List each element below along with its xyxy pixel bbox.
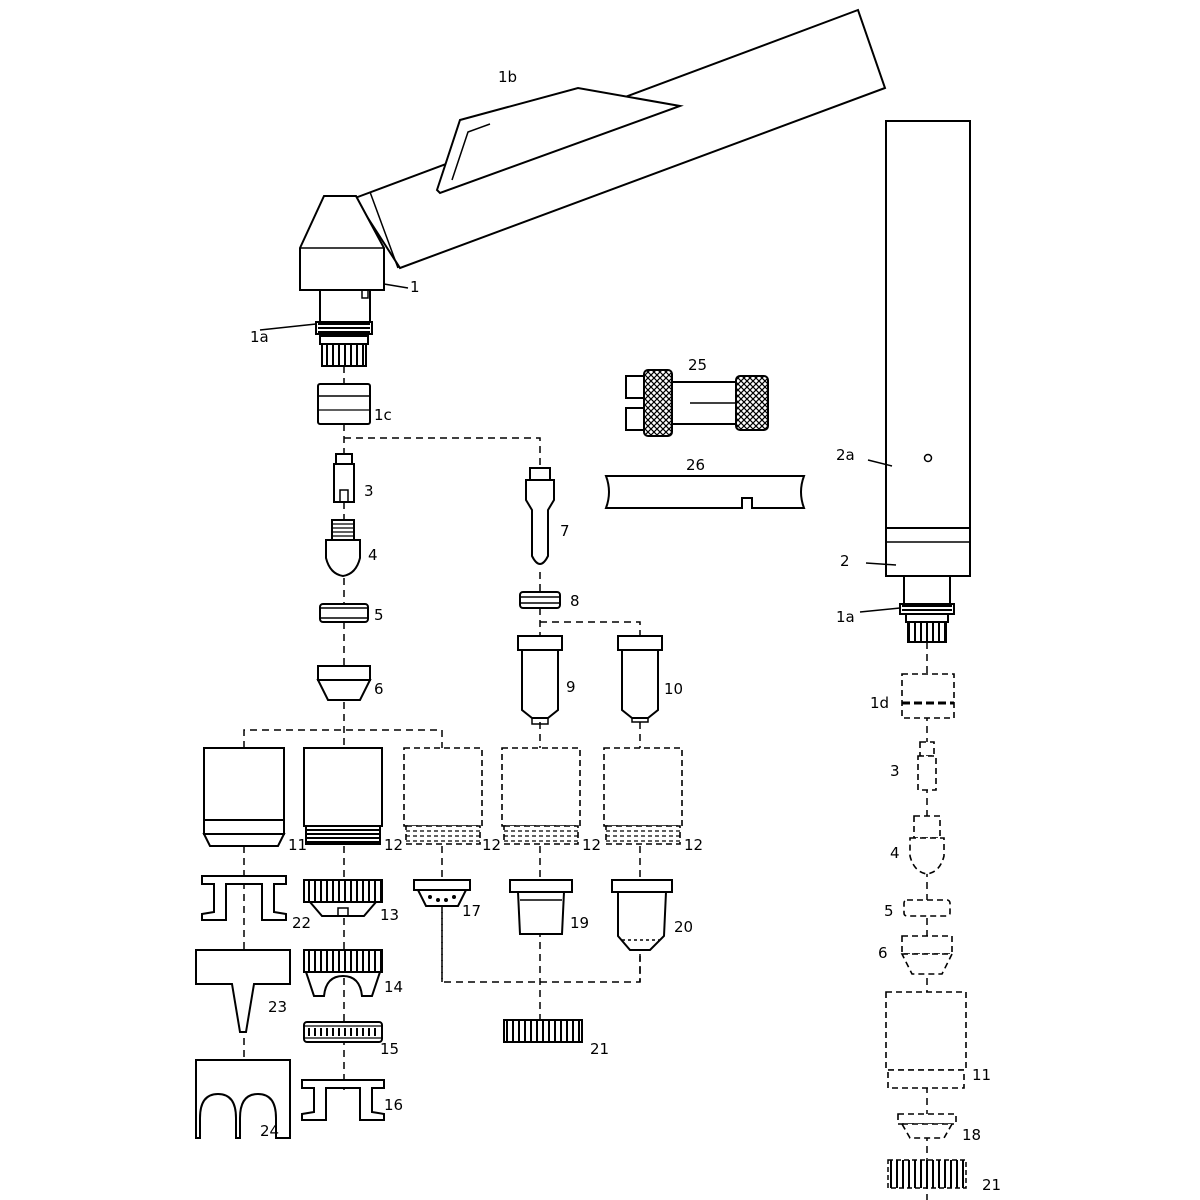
machine-torch-body-2a [885, 120, 971, 529]
torch-handle-1b [353, 8, 887, 270]
label-15: 15 [380, 1040, 399, 1058]
part-18-deflector [897, 1113, 957, 1139]
label-18: 18 [962, 1126, 981, 1144]
part-5-right [903, 899, 951, 917]
part-3-electrode [333, 453, 355, 503]
label-26: 26 [686, 456, 705, 474]
part-1c [317, 383, 371, 425]
label-12-c: 12 [582, 836, 601, 854]
part-26-tool [604, 475, 806, 509]
part-12-b [403, 747, 483, 845]
part-12-c [501, 747, 581, 845]
part-21-right-knurl [887, 1159, 967, 1189]
machine-torch-sleeve-2 [885, 527, 971, 577]
machine-torch-2 [885, 120, 971, 643]
part-6-right [900, 935, 954, 975]
part-4-swirl [325, 519, 361, 578]
label-5-right: 5 [884, 902, 894, 920]
part-9-nozzle [517, 635, 563, 725]
label-7: 7 [560, 522, 570, 540]
label-6-right: 6 [878, 944, 888, 962]
part-12-d [603, 747, 683, 845]
label-22: 22 [292, 914, 311, 932]
torch-handle-trigger-guard [435, 86, 684, 195]
part-19-shield [509, 879, 573, 935]
label-11-right: 11 [972, 1066, 991, 1084]
label-4-left: 4 [368, 546, 378, 564]
label-10: 10 [664, 680, 683, 698]
part-16-guide [301, 1079, 385, 1121]
part-23-wheel-support [195, 949, 291, 1033]
label-1b: 1b [498, 68, 517, 86]
label-5-left: 5 [374, 606, 384, 624]
label-14: 14 [384, 978, 403, 996]
label-21-right: 21 [982, 1176, 1001, 1194]
label-4-right: 4 [890, 844, 900, 862]
label-19: 19 [570, 914, 589, 932]
label-13: 13 [380, 906, 399, 924]
label-12-d: 12 [684, 836, 703, 854]
part-13-drag-shield [303, 879, 383, 917]
part-3-right [917, 741, 937, 791]
label-8: 8 [570, 592, 580, 610]
part-11-cap [202, 747, 286, 847]
part-25-tool [625, 369, 769, 437]
label-2a: 2a [836, 446, 855, 464]
label-25: 25 [688, 356, 707, 374]
label-1c: 1c [374, 406, 392, 424]
label-3-right: 3 [890, 762, 900, 780]
label-1: 1 [410, 278, 420, 296]
label-12-b: 12 [482, 836, 501, 854]
part-20-shield [611, 879, 673, 951]
part-labels: 1b 1 1a 1c 3 4 5 6 7 8 9 10 11 12 12 12 … [250, 68, 1001, 1194]
part-8-ring [519, 591, 561, 609]
part-17-deflector [413, 879, 471, 907]
label-1a-top: 1a [250, 328, 269, 346]
label-2: 2 [840, 552, 850, 570]
label-1a-right: 1a [836, 608, 855, 626]
part-14-shield [303, 949, 383, 997]
torch-head-thread [318, 323, 370, 333]
label-11-left: 11 [288, 836, 307, 854]
part-6-nozzle [316, 665, 372, 701]
label-1d: 1d [870, 694, 889, 712]
part-22-guide [201, 875, 287, 921]
label-21-mid: 21 [590, 1040, 609, 1058]
label-6-left: 6 [374, 680, 384, 698]
part-21-middle-knurl [503, 1019, 583, 1043]
part-12-a [303, 747, 383, 845]
label-24: 24 [260, 1122, 279, 1140]
hand-torch-1 [299, 8, 887, 367]
label-20: 20 [674, 918, 693, 936]
part-24-circle-guide [195, 1059, 291, 1139]
part-11-right [885, 991, 967, 1089]
label-12-a: 12 [384, 836, 403, 854]
part-15-ring [303, 1021, 383, 1043]
part-1d [901, 673, 955, 719]
label-16: 16 [384, 1096, 403, 1114]
part-5-ring [319, 603, 369, 623]
label-3-left: 3 [364, 482, 374, 500]
label-17: 17 [462, 902, 481, 920]
label-23: 23 [268, 998, 287, 1016]
label-9: 9 [566, 678, 576, 696]
part-10-nozzle [617, 635, 663, 723]
part-7-electrode-long [525, 467, 555, 565]
part-4-right [909, 815, 945, 875]
